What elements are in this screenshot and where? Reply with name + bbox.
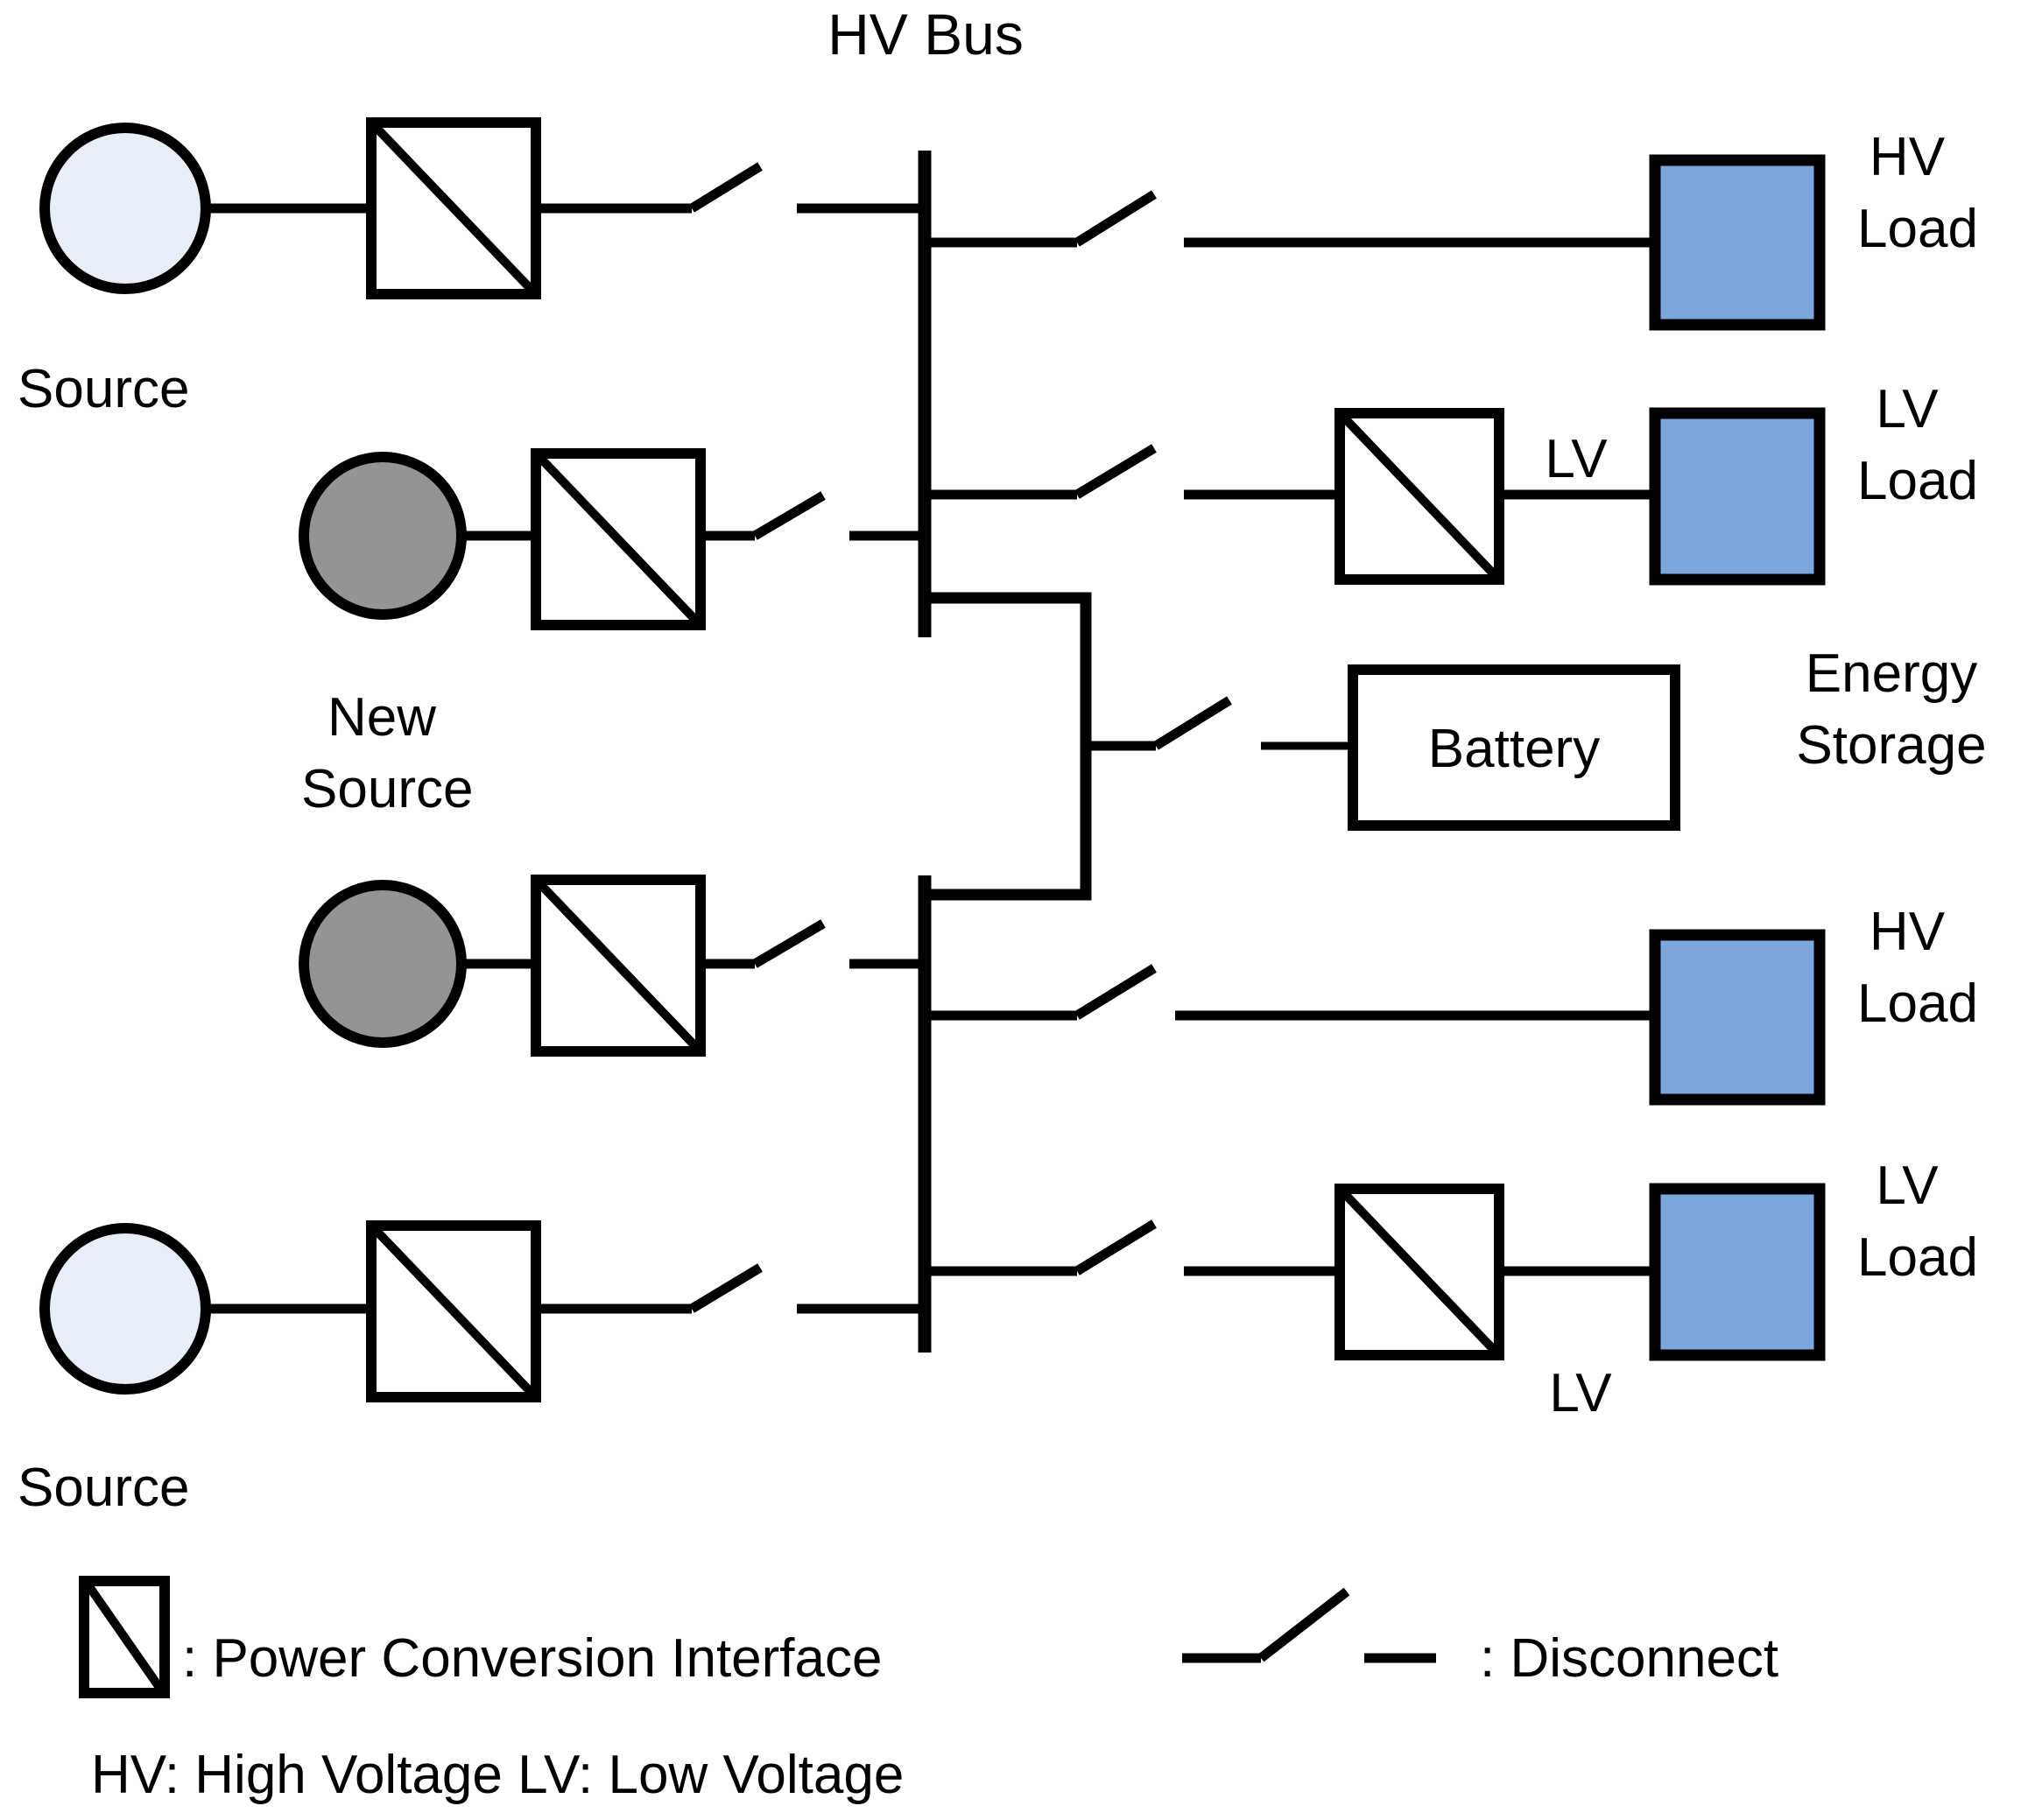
lv-inline-label-4: LV bbox=[1549, 1363, 1612, 1423]
battery-box-label: Battery bbox=[1428, 719, 1600, 779]
source-label-4: Source bbox=[18, 1458, 189, 1518]
legend-abbreviations: HV: High Voltage LV: Low Voltage bbox=[91, 1745, 904, 1805]
pci-slash-4 bbox=[373, 1227, 534, 1395]
energy-storage-label-line1: Energy bbox=[1806, 643, 1977, 704]
bus-tie-jumper bbox=[925, 592, 1092, 901]
lv-load-label-4-line2: Load bbox=[1857, 1227, 1978, 1288]
lv-inline-label-2: LV bbox=[1545, 429, 1608, 489]
source-label-1: Source bbox=[18, 359, 189, 419]
disconnect-blade-3 bbox=[752, 919, 826, 968]
disconnect-blade-4 bbox=[689, 1263, 763, 1313]
disconnect-blade-battery bbox=[1153, 696, 1232, 750]
legend-pci-slash-icon bbox=[84, 1583, 165, 1691]
new-source-symbol-2 bbox=[299, 452, 467, 620]
disconnect-blade-load2 bbox=[1074, 444, 1157, 499]
pci-slash-load4 bbox=[1341, 1191, 1497, 1353]
hv-load-label-1-line1: HV bbox=[1869, 127, 1946, 187]
hv-bus-label: HV Bus bbox=[827, 2, 1024, 67]
legend-disconnect-blade-icon bbox=[1257, 1587, 1350, 1662]
battery-box bbox=[1348, 664, 1680, 831]
pci-slash-2 bbox=[538, 455, 699, 623]
disconnect-blade-2 bbox=[752, 491, 826, 540]
lv-load-label-4-line1: LV bbox=[1876, 1156, 1939, 1216]
pci-slash-load2 bbox=[1341, 415, 1497, 578]
hv-load-label-3-line1: HV bbox=[1869, 902, 1946, 962]
pci-slash-3 bbox=[538, 882, 699, 1050]
lv-load-label-2-line1: LV bbox=[1876, 379, 1939, 439]
source-symbol-1 bbox=[39, 123, 211, 294]
disconnect-blade-load1 bbox=[1074, 190, 1157, 247]
energy-storage-label-line2: Storage bbox=[1796, 715, 1986, 776]
new-source-label-line1: New bbox=[327, 687, 436, 748]
source-symbol-4 bbox=[39, 1223, 211, 1395]
disconnect-blade-load4 bbox=[1074, 1219, 1157, 1275]
legend-pci-text: : Power Conversion Interface bbox=[182, 1628, 883, 1689]
legend-disconnect-text: : Disconnect bbox=[1480, 1628, 1778, 1689]
hv-load-box-1 bbox=[1649, 154, 1826, 331]
pci-slash-1 bbox=[373, 124, 534, 292]
hv-load-label-1-line2: Load bbox=[1857, 199, 1978, 259]
disconnect-blade-load3 bbox=[1074, 964, 1157, 1020]
hv-load-label-3-line2: Load bbox=[1857, 973, 1978, 1034]
lv-load-box-4 bbox=[1649, 1183, 1826, 1361]
new-source-label-line2: Source bbox=[301, 759, 473, 819]
lv-load-box-2 bbox=[1649, 407, 1826, 586]
new-source-symbol-3 bbox=[299, 880, 467, 1048]
lv-load-label-2-line2: Load bbox=[1857, 451, 1978, 511]
hv-load-box-3 bbox=[1649, 929, 1826, 1106]
disconnect-blade-1 bbox=[689, 162, 763, 213]
